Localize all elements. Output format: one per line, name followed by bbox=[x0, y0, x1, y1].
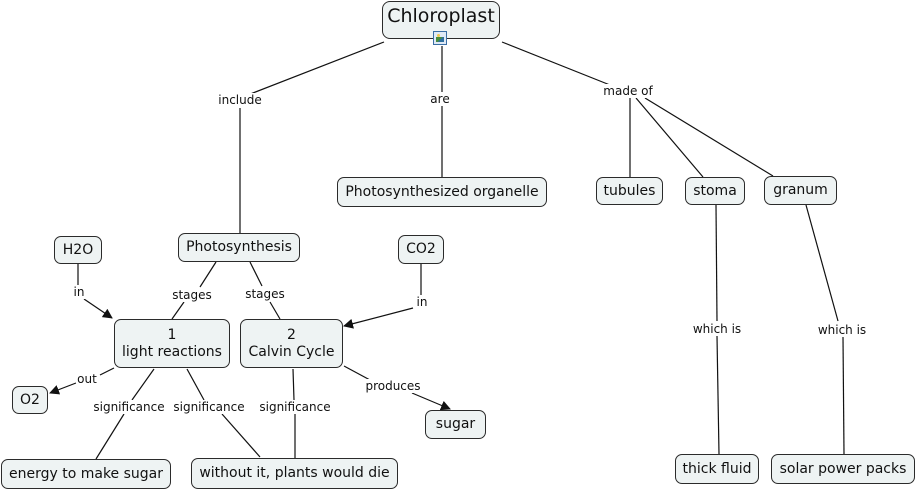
concept-energy-to-make-sugar[interactable]: energy to make sugar bbox=[1, 459, 171, 489]
concept-label: Photosynthesis bbox=[186, 239, 292, 255]
concept-label: stoma bbox=[693, 182, 737, 199]
concept-tubules[interactable]: tubules bbox=[596, 177, 663, 205]
concept-label: without it, plants would die bbox=[199, 465, 390, 481]
link-label-significance-3: significance bbox=[258, 400, 332, 414]
link-label-include: include bbox=[217, 93, 263, 107]
link-label-which-is-2: which is bbox=[816, 323, 868, 337]
line-cc-produces bbox=[343, 365, 371, 381]
line-root-madeof bbox=[501, 41, 611, 86]
concept-stoma[interactable]: stoma bbox=[685, 177, 745, 205]
concept-o2[interactable]: O2 bbox=[12, 386, 48, 414]
concept-label: O2 bbox=[20, 391, 40, 408]
line-in-cc bbox=[343, 307, 414, 329]
line-madeof-granum bbox=[644, 97, 774, 177]
concept-number: 2 bbox=[287, 326, 296, 343]
link-label-stages-2: stages bbox=[244, 287, 286, 301]
concept-label: CO2 bbox=[406, 241, 436, 257]
line-root-include bbox=[239, 41, 385, 99]
link-label-h2o-in: in bbox=[72, 285, 86, 299]
concept-h2o[interactable]: H2O bbox=[54, 236, 102, 264]
concept-chloroplast[interactable]: Chloroplast bbox=[382, 1, 500, 39]
link-label-produces: produces bbox=[364, 379, 422, 393]
link-label-out: out bbox=[76, 372, 98, 386]
concept-label: granum bbox=[773, 182, 828, 198]
line-in-lr bbox=[83, 298, 113, 319]
line-whichis-solar bbox=[842, 336, 845, 455]
line-madeof-stoma bbox=[635, 97, 704, 178]
concept-calvin-cycle[interactable]: 2 Calvin Cycle bbox=[240, 319, 343, 368]
link-label-co2-in: in bbox=[415, 295, 429, 309]
link-label-which-is-1: which is bbox=[691, 322, 743, 336]
concept-label: tubules bbox=[603, 182, 656, 199]
concept-label: Calvin Cycle bbox=[248, 343, 335, 360]
concept-sugar[interactable]: sugar bbox=[425, 410, 486, 439]
line-out-o2 bbox=[49, 382, 77, 395]
line-sig1-energy bbox=[95, 413, 125, 460]
concept-light-reactions[interactable]: 1 light reactions bbox=[114, 319, 230, 368]
concept-label: light reactions bbox=[122, 343, 222, 360]
link-label-stages-1: stages bbox=[171, 288, 213, 302]
link-label-are: are bbox=[429, 92, 451, 106]
line-stoma-whichis bbox=[715, 204, 718, 322]
concept-label: energy to make sugar bbox=[8, 465, 163, 482]
concept-thick-fluid[interactable]: thick fluid bbox=[675, 454, 759, 484]
concept-number: 1 bbox=[167, 326, 177, 343]
line-produces-sugar bbox=[411, 392, 451, 411]
concept-photosynthesis[interactable]: Photosynthesis bbox=[178, 233, 300, 262]
concept-label: sugar bbox=[435, 416, 476, 432]
concept-co2[interactable]: CO2 bbox=[398, 235, 444, 264]
line-whichis-thickfluid bbox=[716, 335, 720, 455]
line-photo-stages1 bbox=[199, 261, 217, 288]
line-sig2-without bbox=[221, 413, 261, 458]
concept-label: Chloroplast bbox=[387, 5, 495, 27]
line-stages1-lr bbox=[171, 301, 185, 320]
link-label-made-of: made of bbox=[602, 84, 654, 98]
concept-label: solar power packs bbox=[779, 460, 907, 477]
concept-photosynthesized-organelle[interactable]: Photosynthesized organelle bbox=[337, 177, 547, 207]
concept-label: thick fluid bbox=[682, 460, 752, 477]
link-label-significance-1: significance bbox=[92, 400, 166, 414]
link-label-significance-2: significance bbox=[172, 400, 246, 414]
line-stages2-cc bbox=[269, 301, 281, 320]
line-lr-sig1 bbox=[131, 368, 155, 401]
line-cc-sig3 bbox=[292, 368, 295, 401]
concept-label: H2O bbox=[62, 241, 94, 258]
line-photo-stages2 bbox=[249, 261, 263, 287]
concept-without-it-plants-would-die[interactable]: without it, plants would die bbox=[191, 458, 398, 489]
concept-label: Photosynthesized organelle bbox=[345, 183, 539, 200]
line-granum-whichis bbox=[805, 204, 839, 322]
concept-granum[interactable]: granum bbox=[764, 176, 837, 205]
image-icon[interactable] bbox=[433, 31, 447, 45]
concept-solar-power-packs[interactable]: solar power packs bbox=[771, 454, 915, 484]
line-lr-sig2 bbox=[186, 368, 205, 401]
line-lr-out bbox=[99, 367, 115, 376]
